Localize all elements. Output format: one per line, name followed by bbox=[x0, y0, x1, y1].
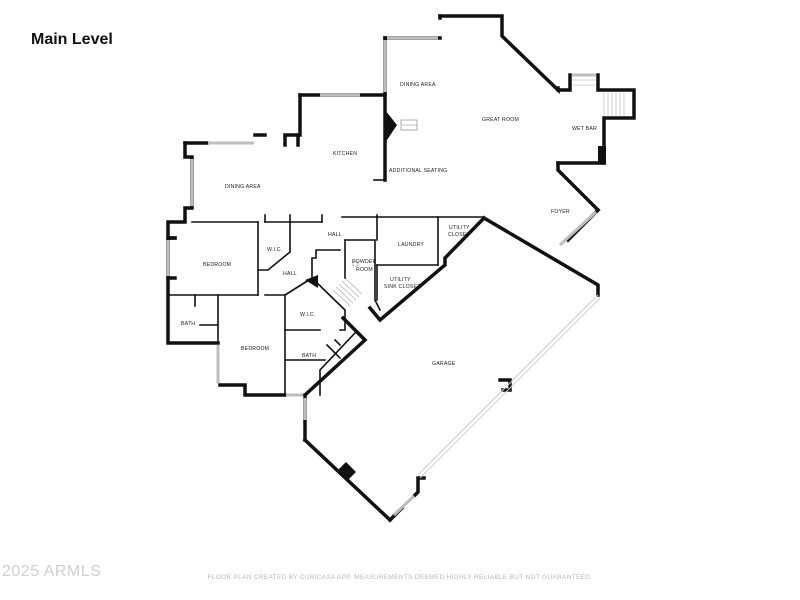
windows bbox=[166, 36, 601, 517]
room-label-powder-line1: POWDER bbox=[352, 259, 377, 265]
watermark-text: 2025 ARMLS bbox=[2, 563, 102, 580]
room-label-garage: GARAGE bbox=[432, 361, 456, 367]
room-label-utility-closet-line1: UTILITY bbox=[449, 225, 470, 231]
room-label-kitchen: KITCHEN bbox=[333, 151, 357, 157]
room-label-hall-top: HALL bbox=[328, 232, 342, 238]
room-label-dining-area-upper: DINING AREA bbox=[400, 82, 436, 88]
room-label-great-room: GREAT ROOM bbox=[482, 117, 519, 123]
room-label-powder-line2: ROOM bbox=[356, 267, 373, 273]
room-label-laundry: LAUNDRY bbox=[398, 242, 424, 248]
room-label-bedroom-lower: BEDROOM bbox=[241, 346, 269, 352]
room-label-bath-mid: BATH bbox=[302, 353, 316, 359]
room-label-bedroom-left: BEDROOM bbox=[203, 262, 231, 268]
room-label-utility-sink-line1: UTILITY bbox=[390, 277, 411, 283]
room-label-foyer: FOYER bbox=[551, 209, 570, 215]
room-labels: DINING AREA GREAT ROOM WET BAR KITCHEN A… bbox=[181, 82, 597, 367]
room-label-hall-mid: HALL bbox=[283, 271, 297, 277]
room-label-wet-bar: WET BAR bbox=[572, 126, 597, 132]
interior-walls bbox=[167, 79, 625, 480]
exterior-walls bbox=[166, 14, 636, 523]
room-label-dining-area-left: DINING AREA bbox=[225, 184, 261, 190]
room-label-bath-left: BATH bbox=[181, 321, 195, 327]
room-label-utility-sink-line2: SINK CLOSET bbox=[384, 284, 421, 290]
room-label-additional-seating: ADDITIONAL SEATING bbox=[389, 168, 447, 174]
floor-plan-title: Main Level bbox=[31, 31, 113, 48]
disclaimer-text: FLOOR PLAN CREATED BY CUBICASA APP. MEAS… bbox=[207, 574, 593, 581]
room-label-wic-left: W.I.C. bbox=[267, 247, 282, 253]
room-label-wic-mid: W.I.C. bbox=[300, 312, 315, 318]
fireplace-icon bbox=[385, 110, 397, 143]
room-label-utility-closet-line2: CLOSET bbox=[448, 232, 471, 238]
